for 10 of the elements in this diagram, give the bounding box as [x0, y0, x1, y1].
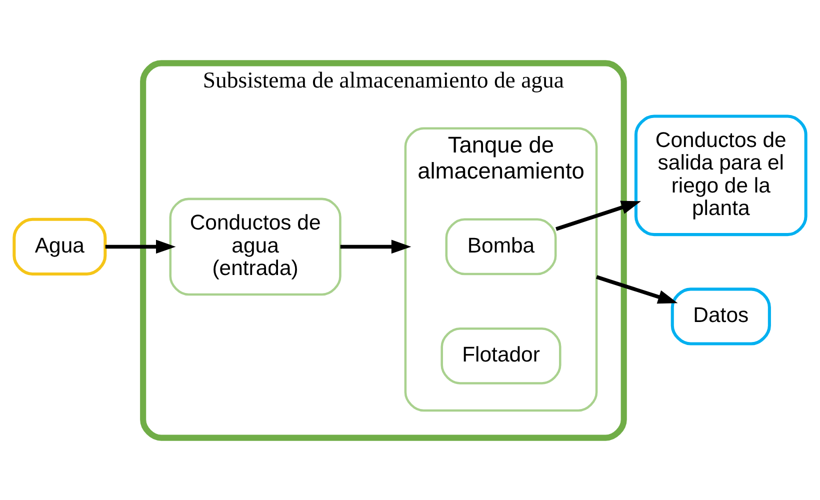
node-box: Conductos de salida para el riego de la planta: [634, 114, 808, 236]
node-box: Agua: [12, 217, 107, 276]
arrow: [105, 239, 176, 254]
node-box: Datos: [670, 287, 771, 345]
node-box: Bomba: [445, 218, 557, 275]
arrow: [596, 274, 678, 304]
arrow: [340, 239, 412, 254]
arrow: [556, 200, 642, 230]
node-box: Flotador: [440, 326, 562, 384]
node-box: Conductos de agua (entrada): [169, 197, 342, 296]
